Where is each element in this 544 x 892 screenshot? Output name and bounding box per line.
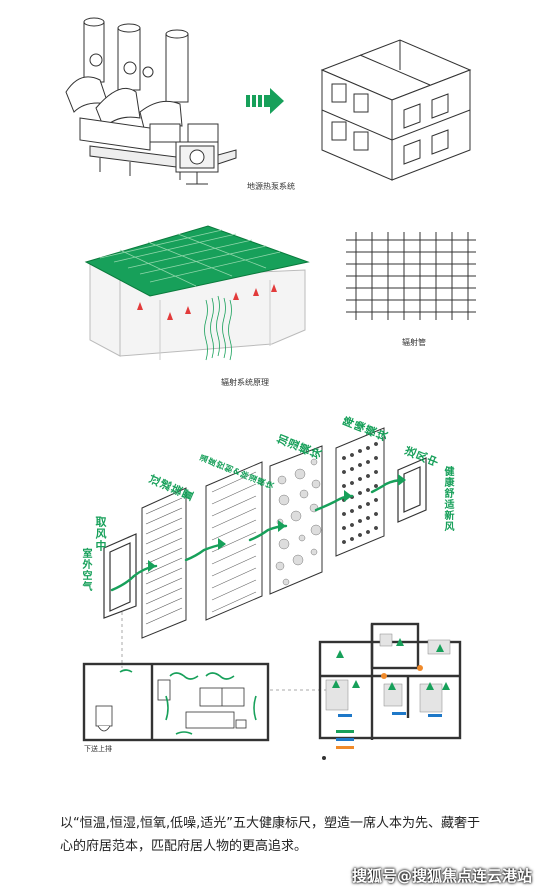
healthy-air-label: 健康舒适新风 (442, 466, 453, 532)
intake-label: 取风中 (94, 516, 107, 552)
outdoor-air-label: 室外空气 (80, 548, 91, 592)
temperature-control-panel (205, 461, 263, 621)
filter-panel (141, 487, 187, 639)
geothermal-machinery (65, 17, 237, 180)
geothermal-label: 地源热泵系统 (247, 182, 295, 191)
fresh-air-section (103, 427, 427, 639)
intake-frame (103, 533, 137, 619)
air-flow-arrowheads (148, 474, 406, 572)
radiant-pipe-label: 辐射管 (402, 338, 426, 347)
radiant-pipe-grid (346, 232, 476, 320)
caption-text: 以“恒温,恒湿,恒氧,低噪,适光”五大健康标尺，塑造一席人本为先、藏奢于 心的府… (60, 812, 500, 858)
caption-line-2: 心的府居范本，匹配府居人物的更高追求。 (60, 839, 308, 854)
geothermal-section (65, 17, 472, 185)
radiant-ceiling-panel (84, 225, 310, 297)
radiant-principle-label: 辐射系统原理 (221, 378, 269, 387)
section-walls (82, 662, 270, 742)
section-airflow (119, 669, 257, 735)
noise-reduction-panel (335, 427, 385, 557)
floorplan-legend (322, 730, 354, 760)
humidify-panel (269, 445, 323, 595)
supply-frame (397, 457, 427, 523)
section-furniture (95, 679, 247, 732)
radiant-room (89, 261, 306, 360)
building-isometric (320, 39, 472, 181)
floorplan-furniture (325, 633, 451, 713)
heat-arrows (137, 284, 277, 320)
floorplan-vents (338, 665, 442, 717)
room-section (82, 612, 462, 760)
radiant-section (84, 225, 476, 361)
radiant-waves (204, 295, 232, 361)
flow-arrow-icon (246, 88, 284, 114)
control-panel-icon (175, 141, 219, 185)
supply-return-label: 下送上排 (84, 745, 112, 753)
watermark-text: 搜狐号@搜狐焦点连云港站 (351, 867, 532, 885)
caption-line-1: 以“恒温,恒湿,恒氧,低噪,适光”五大健康标尺，塑造一席人本为先、藏奢于 (60, 816, 480, 831)
floorplan-airflow-arrows (332, 638, 450, 690)
